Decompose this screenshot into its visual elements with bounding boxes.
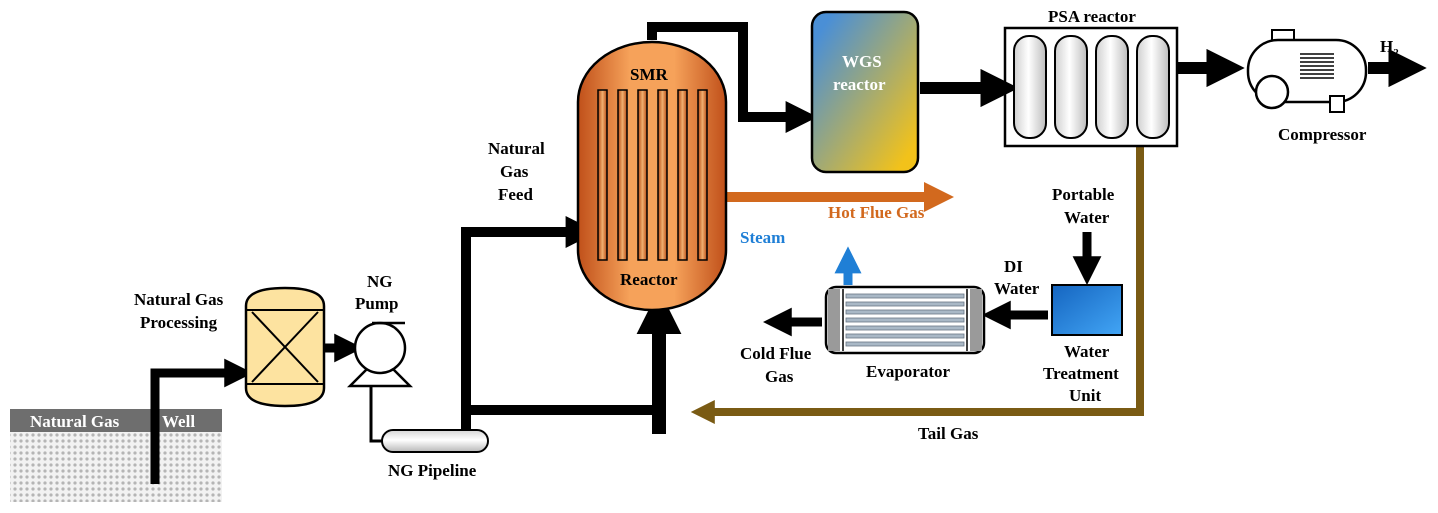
smr-tube-4: [657, 89, 668, 261]
compressor: Compressor: [1246, 29, 1368, 144]
compressor-motor: [1254, 74, 1290, 110]
flow-smr-to-wgs: [647, 22, 818, 134]
psa-column-3: [1095, 35, 1129, 139]
psa-label: PSA reactor: [1048, 7, 1136, 26]
pump-body: [353, 321, 407, 375]
flow-tail-gas: [690, 146, 1144, 424]
evaporator: Evaporator: [824, 285, 986, 381]
natural-gas-well: Natural Gas Well: [10, 409, 222, 502]
water-treatment-label-1: Water: [1064, 342, 1110, 361]
portable-water-label-1: Portable: [1052, 185, 1115, 204]
evaporator-tubes: [845, 293, 965, 347]
di-water-label-1: DI: [1004, 257, 1023, 276]
smr-bottom-label: Reactor: [620, 270, 678, 289]
ng-pump-label-2: Pump: [355, 294, 398, 313]
smr-tube-6: [697, 89, 708, 261]
compressor-grille: [1300, 53, 1334, 79]
flow-lines: [150, 22, 1427, 484]
ng-pump: [346, 321, 414, 388]
di-water-label-2: Water: [994, 279, 1040, 298]
ng-pipeline: [381, 429, 489, 453]
cold-flue-gas-label-1: Cold Flue: [740, 344, 812, 363]
smr-top-label: SMR: [630, 65, 669, 84]
well-label: Well: [162, 412, 195, 431]
tail-gas-label: Tail Gas: [918, 424, 979, 443]
portable-water-label-2: Water: [1064, 208, 1110, 227]
wgs-reactor: WGS reactor: [810, 10, 920, 174]
smr-reactor: SMR Reactor: [576, 40, 728, 312]
wgs-vessel: [810, 10, 920, 174]
natural-gas-processing-unit: [244, 286, 326, 408]
psa-column-2: [1054, 35, 1088, 139]
psa-column-1: [1013, 35, 1047, 139]
h2-label: H2: [1380, 37, 1399, 59]
h2-label-main: H: [1380, 37, 1393, 56]
compressor-label: Compressor: [1278, 125, 1367, 144]
cold-flue-gas-label-2: Gas: [765, 367, 794, 386]
smr-tube-2: [617, 89, 628, 261]
smr-tube-1: [597, 89, 608, 261]
evaporator-head-left: [828, 289, 840, 351]
processing-label-1: Natural Gas: [134, 290, 224, 309]
wgs-label-1: WGS: [842, 52, 882, 71]
natural-gas-label: Natural Gas: [30, 412, 120, 431]
wgs-label-2: reactor: [833, 75, 886, 94]
flow-feed-up: [461, 215, 598, 430]
evaporator-label: Evaporator: [866, 362, 951, 381]
feed-label-2: Gas: [500, 162, 529, 181]
processing-cross-b: [251, 311, 319, 383]
ng-pump-label-1: NG: [367, 272, 393, 291]
ng-pipeline-label: NG Pipeline: [388, 461, 477, 480]
feed-label-1: Natural: [488, 139, 545, 158]
smr-tube-5: [677, 89, 688, 261]
evaporator-head-right: [970, 289, 982, 351]
hot-flue-gas-label: Hot Flue Gas: [828, 203, 925, 222]
flow-pump-to-pipeline: [369, 385, 382, 443]
flow-well-to-processing: [150, 358, 254, 484]
feed-label-3: Feed: [498, 185, 533, 204]
smr-tube-3: [637, 89, 648, 261]
psa-reactor: PSA reactor: [1003, 7, 1179, 148]
water-treatment-unit: [1051, 284, 1123, 336]
psa-column-4: [1136, 35, 1170, 139]
ground-band: [10, 409, 222, 432]
ground-dots: [10, 430, 222, 502]
h2-label-sub: 2: [1393, 47, 1399, 59]
processing-label-2: Processing: [140, 313, 218, 332]
water-treatment-label-2: Treatment: [1043, 364, 1119, 383]
water-treatment-label-3: Unit: [1069, 386, 1101, 405]
psa-frame: [1003, 26, 1179, 148]
steam-label: Steam: [740, 228, 785, 247]
smr-vessel: [576, 40, 728, 312]
compressor-leg: [1329, 95, 1345, 113]
